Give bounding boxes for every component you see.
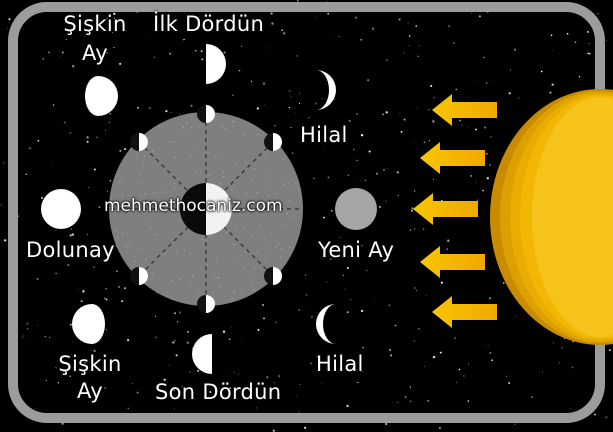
orbit-moon [130,267,148,285]
label-waxing-gibbous: Şişkin Ay [50,14,140,64]
new-moon [335,188,377,230]
orbit-moon [264,267,282,285]
orbit-moon [130,133,148,151]
label-waxing-gibbous-line2: Ay [50,43,140,64]
label-waning-gibbous-line1: Şişkin [45,354,135,375]
label-waxing-crescent: Hilal [300,125,348,146]
label-waxing-gibbous-line1: Şişkin [50,14,140,35]
orbit-moon [197,105,215,123]
label-full-moon: Dolunay [26,240,115,261]
orbit-moon [197,295,215,313]
full-moon [41,189,81,229]
label-last-quarter: Son Dördün [155,382,281,403]
label-waning-crescent: Hilal [316,354,364,375]
label-waning-gibbous: Şişkin Ay [45,354,135,402]
orbit-moon [264,133,282,151]
label-first-quarter: İlk Dördün [153,14,264,35]
label-waning-gibbous-line2: Ay [45,381,135,402]
watermark: mehmethocaniz.com [104,196,283,216]
label-new-moon: Yeni Ay [318,240,394,261]
